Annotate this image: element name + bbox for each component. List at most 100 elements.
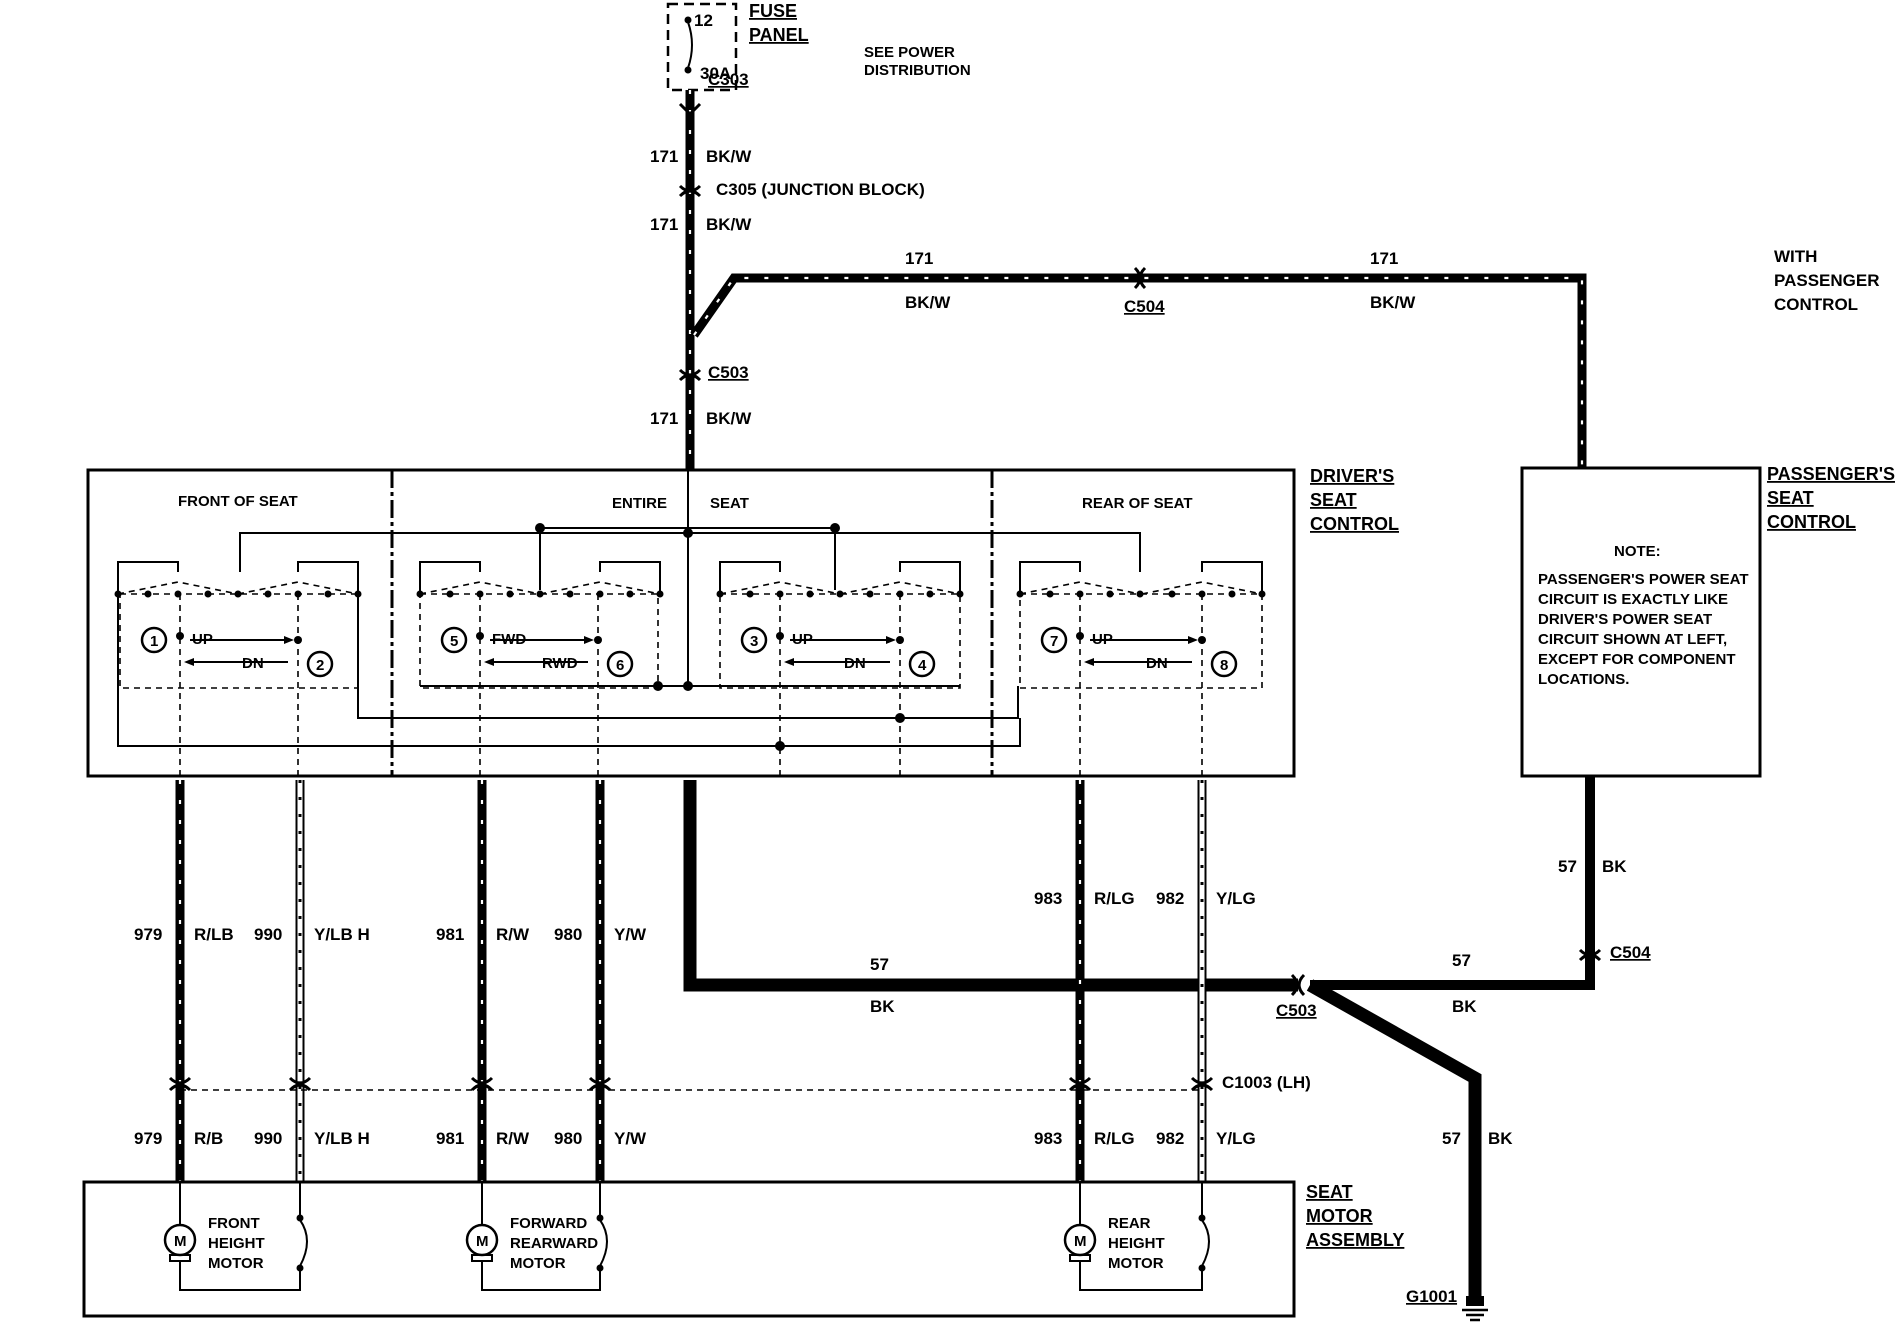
svg-text:CONTROL: CONTROL (1774, 295, 1858, 314)
fuse-rating: 30A (700, 64, 731, 83)
svg-text:MOTOR: MOTOR (1306, 1206, 1373, 1226)
svg-text:ASSEMBLY: ASSEMBLY (1306, 1230, 1404, 1250)
power-distribution-note-1: SEE POWER (864, 44, 955, 61)
wire-171-label-4: 171 (905, 249, 933, 268)
wire-bk-label-4: BK (1488, 1129, 1513, 1148)
wire-color-upper: Y/W (614, 925, 647, 944)
svg-text:WITH: WITH (1774, 247, 1817, 266)
wire-number-upper: 983 (1034, 889, 1062, 908)
fuse-panel-label-1: FUSE (749, 1, 797, 21)
switch-direction-2-label: DN (844, 655, 866, 672)
power-distribution-note-2: DISTRIBUTION (864, 62, 971, 79)
switch-number-a: 1 (150, 633, 158, 650)
circuit-171-feed: 171 BK/W C303 C305 (JUNCTION BLOCK) 171 … (650, 70, 1587, 470)
wire-number-lower: 983 (1034, 1129, 1062, 1148)
wire-bk-label-1: BK (870, 997, 895, 1016)
front-of-seat-label: FRONT OF SEAT (178, 493, 298, 510)
switch-direction-1-label: UP (1092, 631, 1113, 648)
motor-label-1: FORWARD (510, 1215, 587, 1232)
svg-text:PASSENGER'S: PASSENGER'S (1767, 464, 1895, 484)
wire-bkw-label-1: BK/W (706, 147, 752, 166)
wire-57-label-4: 57 (1442, 1129, 1461, 1148)
svg-text:PASSENGER: PASSENGER (1774, 271, 1880, 290)
wire-color-lower: R/B (194, 1129, 223, 1148)
fuse-number: 12 (694, 11, 713, 30)
wire-number-lower: 980 (554, 1129, 582, 1148)
wire-number-lower: 979 (134, 1129, 162, 1148)
switch-direction-1-label: UP (792, 631, 813, 648)
switch-number-a: 7 (1050, 633, 1058, 650)
switch-direction-2-label: DN (1146, 655, 1168, 672)
front-height-motor: M FRONT HEIGHT MOTOR (163, 1182, 308, 1291)
switch-number-a: 5 (450, 633, 458, 650)
connector-c504-top: C504 (1124, 297, 1165, 316)
svg-text:SEAT: SEAT (1767, 488, 1814, 508)
svg-text:LOCATIONS.: LOCATIONS. (1538, 671, 1629, 688)
switch-direction-2-label: DN (242, 655, 264, 672)
svg-text:SEAT: SEAT (1306, 1182, 1353, 1202)
wire-171-label-2: 171 (650, 215, 678, 234)
note-heading: NOTE: (1614, 543, 1661, 560)
motor-label-3: MOTOR (208, 1255, 264, 1272)
switch-number-b: 2 (316, 657, 324, 674)
wire-number-lower: 982 (1156, 1129, 1184, 1148)
connector-c503-bottom: C503 (1276, 1001, 1317, 1020)
seat-label: SEAT (710, 495, 749, 512)
motor-symbol: M (174, 1233, 187, 1250)
switch-direction-1-label: UP (192, 631, 213, 648)
fuse-panel: 12 30A FUSE PANEL SEE POWER DISTRIBUTION (666, 1, 971, 92)
entire-label: ENTIRE (612, 495, 667, 512)
svg-text:CONTROL: CONTROL (1310, 514, 1399, 534)
passengers-seat-control: PASSENGER'S SEAT CONTROL NOTE: PASSENGER… (1520, 464, 1895, 778)
svg-text:CIRCUIT IS EXACTLY LIKE: CIRCUIT IS EXACTLY LIKE (1538, 591, 1728, 608)
motor-label-2: HEIGHT (1108, 1235, 1165, 1252)
connector-c1003-line: C1003 (LH) (180, 1073, 1311, 1092)
switch-number-b: 4 (918, 657, 927, 674)
wire-color-upper: R/W (496, 925, 530, 944)
wire-color-lower: Y/W (614, 1129, 647, 1148)
wire-171-label-1: 171 (650, 147, 678, 166)
motor-symbol: M (476, 1233, 489, 1250)
svg-text:CONTROL: CONTROL (1767, 512, 1856, 532)
motor-label-2: REARWARD (510, 1235, 598, 1252)
ground-circuit-57: 57 BK 57 BK 57 BK C504 C503 57 BK G1001 (683, 776, 1651, 1322)
seat-motor-assembly: SEAT MOTOR ASSEMBLY (82, 1180, 1404, 1318)
wire-57-label-1: 57 (870, 955, 889, 974)
connector-c303: C303 (708, 70, 749, 89)
wire-number-lower: 990 (254, 1129, 282, 1148)
wire-color-lower: R/W (496, 1129, 530, 1148)
seat-motors: M FRONT HEIGHT MOTOR M FORWARD REARWARD MOTOR MR… (163, 1182, 1210, 1291)
motor-label-2: HEIGHT (208, 1235, 265, 1252)
forward-rearward-motor: M FORWARD REARWARD MOTOR (465, 1182, 608, 1291)
wire-bkw-label-2: BK/W (706, 215, 752, 234)
wire-color-lower: Y/LG (1216, 1129, 1256, 1148)
fuse-panel-label-2: PANEL (749, 25, 809, 45)
wire-bk-label-3: BK (1602, 857, 1627, 876)
ground-g1001: G1001 (1406, 1287, 1457, 1306)
wire-number-upper: 982 (1156, 889, 1184, 908)
wire-171-label-5: 171 (1370, 249, 1398, 268)
motor-label-3: MOTOR (510, 1255, 566, 1272)
wire-bk-label-2: BK (1452, 997, 1477, 1016)
switch-number-b: 6 (616, 657, 624, 674)
wire-color-lower: Y/LB H (314, 1129, 370, 1148)
motor-label-1: FRONT (208, 1215, 260, 1232)
ground-icon (1462, 1296, 1488, 1322)
wire-bkw-label-4: BK/W (905, 293, 951, 312)
svg-text:PASSENGER'S POWER SEAT: PASSENGER'S POWER SEAT (1538, 571, 1749, 588)
connector-c1003: C1003 (LH) (1222, 1073, 1311, 1092)
wire-57-label-3: 57 (1558, 857, 1577, 876)
wire-color-upper: Y/LG (1216, 889, 1256, 908)
wire-color-lower: R/LG (1094, 1129, 1135, 1148)
wire-bkw-label-5: BK/W (1370, 293, 1416, 312)
connector-c305: C305 (JUNCTION BLOCK) (716, 180, 925, 199)
